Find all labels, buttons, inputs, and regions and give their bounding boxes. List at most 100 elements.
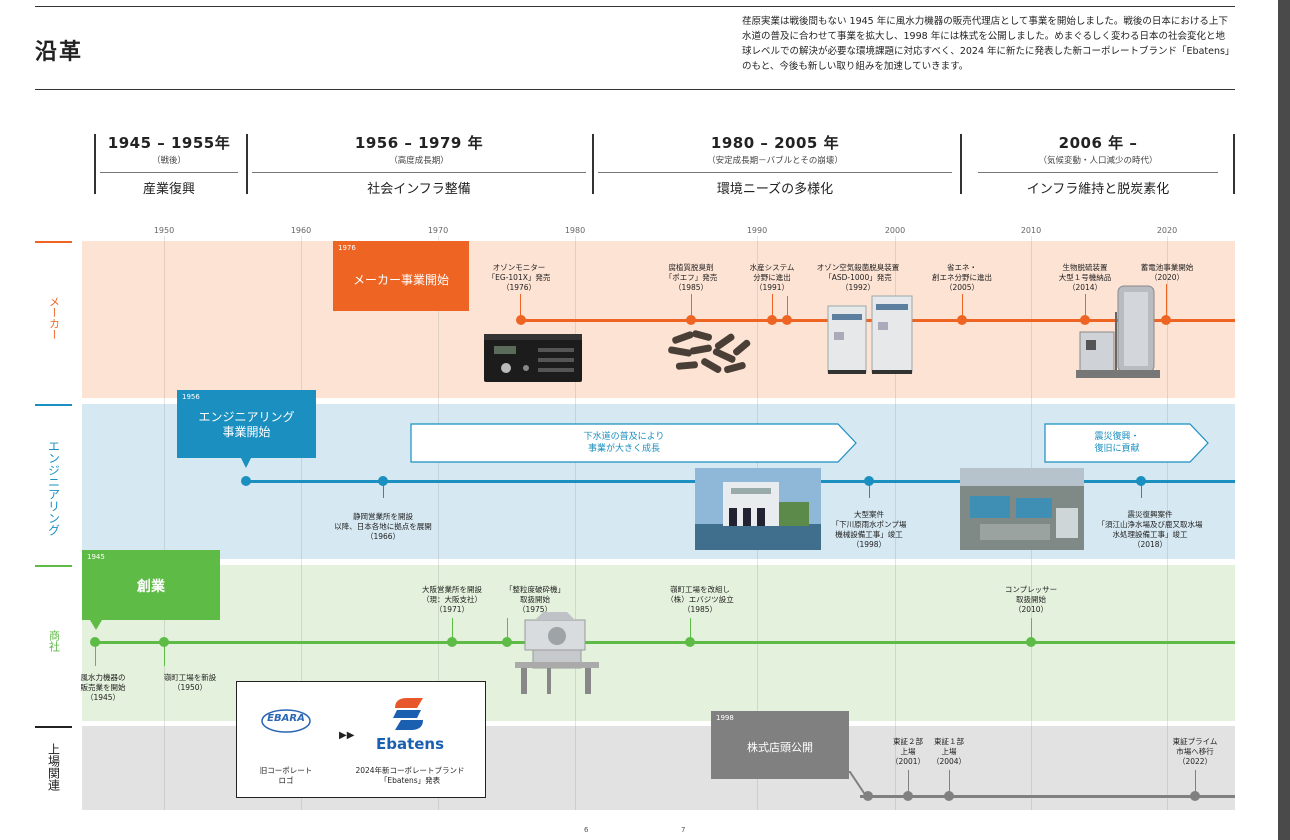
trading-milestone-box: 1945 創業 <box>82 550 220 620</box>
event-dot <box>782 315 792 325</box>
milestone-year: 1998 <box>716 714 734 722</box>
year-tick: 1960 <box>290 226 312 235</box>
event-dot <box>685 637 695 647</box>
maker-milestone-box: 1976 メーカー事業開始 <box>333 241 469 311</box>
milestone-label: エンジニアリング 事業開始 <box>198 410 295 439</box>
maker-event: オゾンモニター 「EG-101X」発売 （1976） <box>487 263 551 292</box>
gridline <box>438 236 439 810</box>
lane-label-text: エンジニアリング <box>46 440 61 536</box>
trading-event: 嶺町工場を新設 （1950） <box>163 673 217 692</box>
event-dot <box>502 637 512 647</box>
event-dot <box>864 476 874 486</box>
era-years: 1980 – 2005 年 <box>710 134 840 152</box>
listing-milestone-box: 1998 株式店頭公開 <box>711 711 849 779</box>
maker-event: 水産システム 分野に進出 （1991） <box>749 263 795 292</box>
maker-event: 生物脱硫装置 大型１号機納品 （2014） <box>1058 263 1112 292</box>
maker-label-rule <box>35 241 72 243</box>
sewer-growth-arrow <box>410 423 857 463</box>
event-dot <box>686 315 696 325</box>
era-name: 産業復興 <box>100 172 238 197</box>
engineering-milestone-box: 1956 エンジニアリング 事業開始 <box>177 390 316 458</box>
event-dot <box>863 791 873 801</box>
lane-label-text: 商社 <box>47 630 61 652</box>
event-stem <box>690 618 691 638</box>
event-dot <box>1080 315 1090 325</box>
trading-event: 風水力機器の 販売業を開始 （1945） <box>80 673 126 702</box>
sewer-growth-text: 下水道の普及により 事業が大きく成長 <box>583 432 665 454</box>
lane-label-listing: 上場関連 <box>35 743 72 791</box>
year-tick: 2010 <box>1020 226 1042 235</box>
gridline <box>164 236 165 810</box>
event-stem <box>383 482 384 498</box>
milestone-year: 1956 <box>182 393 200 401</box>
milestone-year: 1976 <box>338 244 356 252</box>
trading-event: 大阪営業所を開設 （現：大阪支社） （1971） <box>422 585 482 614</box>
milestone-year: 1945 <box>87 553 105 561</box>
lane-label-text: メーカー <box>47 296 61 340</box>
intro-text: 荏原実業は戦後間もない 1945 年に風水力機器の販売代理店として事業を開始しま… <box>742 16 1230 72</box>
engineering-event: 静岡営業所を開設 以降、日本各地に拠点を展開 （1966） <box>334 512 432 541</box>
era-1: 1945 – 1955年 （戦後） 産業復興 <box>100 132 238 197</box>
event-stem <box>691 294 692 316</box>
year-tick: 1950 <box>153 226 175 235</box>
listing-event: 東証１部 上場 （2004） <box>931 737 967 766</box>
era-years: 1945 – 1955年 <box>107 134 231 152</box>
era-name: 社会インフラ整備 <box>252 172 586 197</box>
event-stem <box>949 770 950 792</box>
event-dot <box>241 476 251 486</box>
era-name: 環境ニーズの多様化 <box>598 172 952 197</box>
event-stem <box>452 618 453 638</box>
trading-event: 「整粒度破砕機」 取扱開始 （1975） <box>505 585 565 614</box>
event-dot <box>1136 476 1146 486</box>
era-divider <box>1233 134 1235 194</box>
pump-station-image <box>695 468 821 550</box>
trading-timeline <box>95 641 1235 644</box>
event-stem <box>1141 482 1142 498</box>
year-tick: 2000 <box>884 226 906 235</box>
event-dot <box>957 315 967 325</box>
era-years: 2006 年 – <box>1058 134 1138 152</box>
era-name: インフラ維持と脱炭素化 <box>978 172 1218 197</box>
page-title: 沿革 <box>35 40 84 65</box>
event-stem <box>507 618 508 638</box>
milestone-pointer <box>90 620 102 630</box>
page-number: 6 <box>584 826 589 834</box>
era-4: 2006 年 – （気候変動・人口減少の時代） インフラ維持と脱炭素化 <box>978 132 1218 197</box>
era-sub: （戦後） <box>151 156 186 166</box>
disaster-recovery-text: 震災復興・ 復旧に貢献 <box>1094 432 1140 454</box>
era-sub: （安定成長期－バブルとその崩壊） <box>707 156 843 166</box>
event-stem <box>908 770 909 792</box>
deodorant-pellets-image <box>668 330 751 374</box>
event-stem <box>1031 618 1032 638</box>
engineering-label-rule <box>35 404 72 406</box>
listing-event: 東証２部 上場 （2001） <box>890 737 926 766</box>
listing-event: 東証プライム 市場へ移行 （2022） <box>1172 737 1218 766</box>
event-stem <box>164 644 165 666</box>
event-dot <box>1190 791 1200 801</box>
era-divider <box>246 134 248 194</box>
engineering-event: 大型案件 「下川原雨水ポンプ場 機械設備工事」竣工 （1998） <box>831 510 907 549</box>
event-dot <box>159 637 169 647</box>
maker-event: オゾン空気殺菌脱臭装置 「ASD-1000」発売 （1992） <box>816 263 900 292</box>
maker-event: 腐植質脱臭剤 「ポエフ」発売 （1985） <box>664 263 718 292</box>
era-divider <box>592 134 594 194</box>
year-tick: 2020 <box>1156 226 1178 235</box>
crusher-image <box>515 612 599 694</box>
listing-timeline <box>860 795 1235 798</box>
milestone-label: 創業 <box>137 579 165 595</box>
lane-label-maker: メーカー <box>35 296 72 340</box>
right-sidebar <box>1278 0 1290 840</box>
ebatens-logo-mark <box>393 698 423 730</box>
event-dot <box>447 637 457 647</box>
event-stem <box>772 294 773 316</box>
milestone-label: メーカー事業開始 <box>352 273 449 287</box>
event-stem <box>1166 284 1167 316</box>
event-stem <box>520 294 521 316</box>
gridline <box>301 236 302 810</box>
engineering-event: 震災復興案件 「須江山浄水場及び鹿又取水場 水処理設備工事」竣工 （2018） <box>1097 510 1203 549</box>
lane-label-text: 上場関連 <box>46 743 61 791</box>
gridline <box>575 236 576 810</box>
event-dot <box>516 315 526 325</box>
trading-event: 嶺町工場を改組し （株）エバジツ設立 （1985） <box>666 585 734 614</box>
event-stem <box>95 644 96 666</box>
